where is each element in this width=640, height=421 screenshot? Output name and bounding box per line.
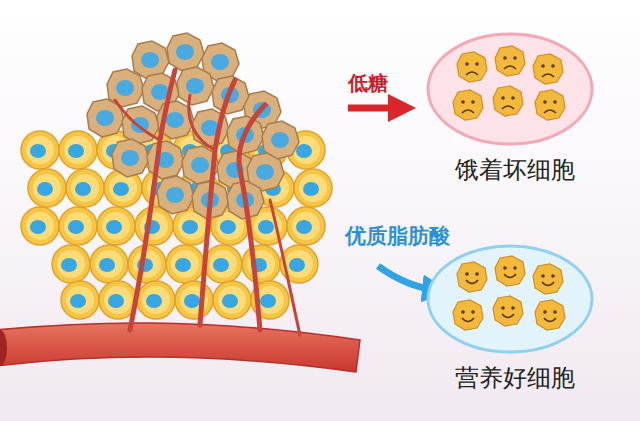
red-arrow — [348, 105, 402, 112]
happy-cell — [457, 262, 487, 292]
normal-cell — [137, 281, 175, 319]
normal-cell — [213, 281, 251, 319]
arrow-label: 低糖 — [348, 70, 388, 97]
tumor-cell — [122, 106, 159, 144]
normal-cell — [135, 207, 173, 245]
normal-cell — [59, 131, 97, 169]
bubble-caption: 饿着坏细胞 — [410, 154, 620, 186]
bubble-caption: 营养好细胞 — [410, 362, 620, 394]
normal-cell — [204, 245, 242, 283]
tumor-cell — [112, 139, 149, 177]
happy-cell — [535, 300, 565, 330]
blood-vessel-branch — [189, 95, 215, 150]
normal-cell — [90, 245, 128, 283]
normal-cell — [52, 245, 90, 283]
normal-cell — [21, 207, 59, 245]
bubble-outline — [410, 28, 610, 150]
happy-cell — [495, 256, 525, 286]
sad-cell — [453, 90, 483, 120]
normal-cell — [21, 131, 59, 169]
sad-cell — [493, 86, 523, 116]
blood-vessel-branch — [130, 70, 175, 330]
sad-cell — [535, 90, 565, 120]
tumor-cell — [147, 141, 184, 179]
normal-cell — [128, 245, 166, 283]
blood-vessel-branch — [239, 105, 265, 330]
normal-cell — [242, 245, 280, 283]
normal-cell — [97, 207, 135, 245]
normal-cell — [61, 281, 99, 319]
happy-cell — [453, 300, 483, 330]
cell-bubble: 营养好细胞 — [410, 240, 620, 394]
tumor-cell — [167, 33, 204, 71]
blood-vessel-branch — [270, 200, 300, 335]
cell-bubble: 饿着坏细胞 — [410, 28, 620, 186]
sad-cell — [495, 46, 525, 76]
blood-vessel-branch — [200, 80, 235, 325]
normal-cell — [28, 169, 66, 207]
bubble-outline — [410, 240, 610, 358]
normal-cell — [294, 169, 332, 207]
arrow-label: 优质脂肪酸 — [345, 222, 450, 250]
normal-cell — [175, 281, 213, 319]
sad-cell — [533, 54, 563, 84]
tumor-cell — [177, 67, 214, 105]
blood-vessel-branch — [115, 100, 160, 140]
normal-cell — [59, 207, 97, 245]
tumor-cell — [157, 176, 194, 214]
normal-cell — [287, 207, 325, 245]
happy-cell — [533, 264, 563, 294]
normal-cell — [166, 245, 204, 283]
normal-cell — [66, 169, 104, 207]
blue-arrow — [378, 266, 436, 290]
happy-cell — [493, 296, 523, 326]
sad-cell — [457, 52, 487, 82]
